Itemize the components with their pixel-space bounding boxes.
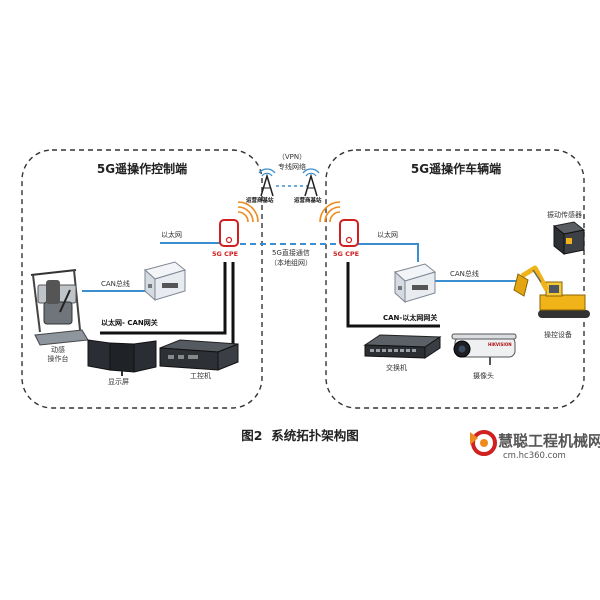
vibration-sensor-device — [552, 221, 586, 256]
vpn-label: （VPN） 专线网络 — [277, 153, 307, 171]
5g-direct-label: 5G直接通信 （本地组网） — [270, 249, 312, 267]
ethernet-can-gateway-device — [143, 261, 187, 302]
camera-brand: HIKVISION — [488, 342, 512, 347]
vibration-sensor-label: 振动传感器 — [547, 211, 582, 219]
watermark-name: 慧聪工程机械网 — [498, 432, 600, 450]
brand-logo-icon — [470, 430, 497, 456]
control-end-boundary — [21, 149, 263, 409]
display-label: 显示屏 — [108, 378, 129, 386]
camera-device — [451, 333, 517, 365]
can-ethernet-gateway-device — [393, 263, 437, 304]
gateway-label-right: CAN-以太网网关 — [383, 314, 438, 322]
vehicle-end-title: 5G遥操作车辆端 — [410, 162, 502, 176]
gateway-label-left: 以太网- CAN网关 — [101, 319, 158, 327]
excavator-label: 操控设备 — [544, 331, 572, 339]
industrial-pc-device — [159, 339, 239, 371]
excavator-device — [513, 265, 590, 318]
motion-cockpit-device — [30, 269, 89, 346]
cockpit-label: 动感 操作台 — [47, 346, 69, 363]
display-wall-device — [87, 339, 157, 376]
watermark-url: cm.hc360.com — [503, 451, 566, 461]
base-station-icon-left — [258, 168, 276, 197]
cpe-device-left — [219, 201, 259, 247]
cpe-label-right: 5G CPE — [333, 250, 360, 258]
base-station-icon-right — [302, 168, 320, 197]
can-bus-label-left: CAN总线 — [101, 280, 130, 288]
gateway-line-right — [346, 262, 440, 328]
base-station-label-left: 运营商基站 — [246, 198, 274, 204]
control-end-title: 5G遥操作控制端 — [96, 162, 188, 176]
cpe-label-left: 5G CPE — [212, 250, 239, 258]
vehicle-end-boundary — [325, 149, 585, 409]
switch-label: 交换机 — [386, 364, 407, 372]
camera-label: 摄像头 — [473, 372, 494, 380]
cpe-device-right — [319, 201, 359, 247]
can-bus-label-right: CAN总线 — [450, 270, 479, 278]
network-switch-device — [363, 334, 442, 359]
ethernet-label-right: 以太网 — [377, 231, 398, 239]
ipc-label: 工控机 — [190, 372, 211, 380]
figure-caption: 图2 系统拓扑架构图 — [241, 428, 359, 443]
ethernet-label-left: 以太网 — [161, 231, 182, 239]
gateway-line-left — [100, 262, 227, 335]
base-station-label-right: 运营商基站 — [294, 198, 322, 204]
